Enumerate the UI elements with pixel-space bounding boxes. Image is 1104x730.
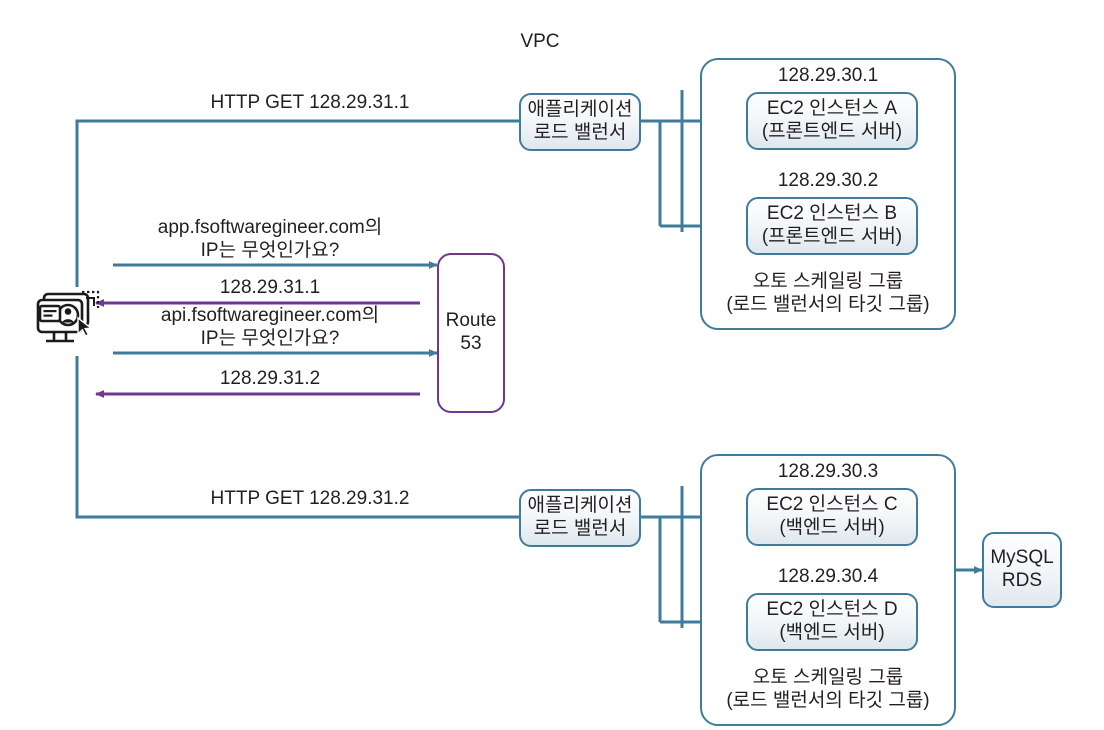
asg-frontend-caption: 오토 스케일링 그룹 (로드 밸런서의 타깃 그룹): [726, 271, 930, 316]
ec2-a-ip-label: 128.29.30.1: [777, 65, 879, 86]
ec2-b-ip-label: 128.29.30.2: [777, 170, 879, 191]
asg-backend-caption: 오토 스케일링 그룹 (로드 밸런서의 타깃 그룹): [726, 667, 930, 712]
ec2-instance-b-node[interactable]: EC2 인스턴스 B (프론트엔드 서버): [746, 197, 918, 255]
ec2-instance-a-node[interactable]: EC2 인스턴스 A (프론트엔드 서버): [746, 92, 918, 150]
dns-answer-app-label: 128.29.31.1: [219, 277, 321, 298]
route53-node[interactable]: Route 53: [437, 253, 505, 413]
alb-frontend-node[interactable]: 애플리케이션 로드 밸런서: [519, 93, 641, 151]
ec2-instance-c-node[interactable]: EC2 인스턴스 C (백엔드 서버): [746, 488, 918, 546]
dns-query-api-label: api.fsoftwaregineer.com의 IP는 무엇인가요?: [160, 305, 380, 350]
dns-answer-api-label: 128.29.31.2: [219, 368, 321, 389]
ec2-d-ip-label: 128.29.30.4: [777, 566, 879, 587]
http-get-top-label: HTTP GET 128.29.31.1: [210, 92, 410, 113]
http-get-bottom-label: HTTP GET 128.29.31.2: [210, 488, 410, 509]
mysql-rds-node[interactable]: MySQL RDS: [982, 532, 1062, 608]
user-monitor-icon: [24, 282, 100, 352]
alb-backend-node[interactable]: 애플리케이션 로드 밸런서: [519, 489, 641, 547]
ec2-instance-d-node[interactable]: EC2 인스턴스 D (백엔드 서버): [746, 593, 918, 651]
dns-query-app-label: app.fsoftwaregineer.com의 IP는 무엇인가요?: [157, 217, 383, 262]
ec2-c-ip-label: 128.29.30.3: [777, 461, 879, 482]
vpc-label: VPC: [520, 31, 560, 52]
